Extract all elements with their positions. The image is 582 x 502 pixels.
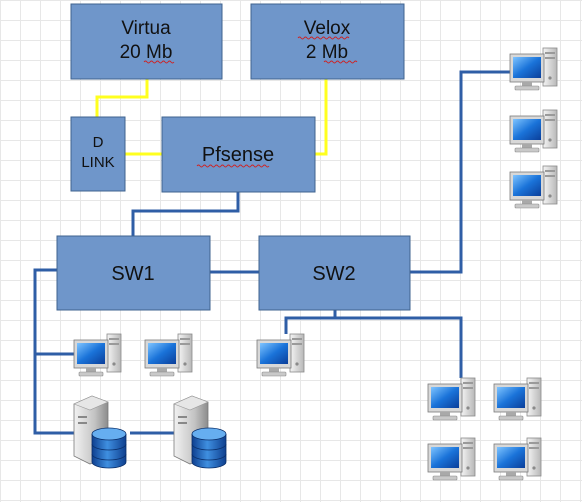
desktop-computer-icon — [73, 333, 122, 377]
sw2-box: SW2 — [258, 235, 411, 311]
link-pfsense-sw1 — [131, 192, 240, 236]
spellcheck-squiggle — [297, 36, 350, 40]
link-sw1-trunk — [33, 268, 78, 435]
link-virtua-dlink — [95, 79, 149, 117]
link-sw2-pc-column — [410, 70, 512, 274]
pfsense-label: Pfsense — [202, 144, 274, 166]
desktop-computer-icon — [493, 437, 542, 481]
desktop-computer-icon — [427, 437, 476, 481]
desktop-computer-icon — [493, 377, 542, 421]
database-server-icon — [73, 395, 127, 469]
virtua-box: Virtua 20 Mb — [70, 3, 223, 80]
velox-speed-label: 2 Mb — [306, 42, 348, 63]
desktop-computer-icon — [509, 109, 558, 153]
desktop-computer-icon — [509, 165, 558, 209]
sw1-box: SW1 — [56, 235, 211, 311]
velox-label: Velox — [304, 18, 351, 39]
virtua-label: Virtua — [121, 18, 171, 39]
sw1-label: SW1 — [111, 263, 154, 285]
lan-links — [33, 70, 512, 435]
workstation-group-bottom-right — [427, 377, 542, 481]
spellcheck-squiggle — [143, 60, 175, 64]
velox-box: Velox 2 Mb — [250, 3, 405, 80]
virtua-speed-label: 20 Mb — [120, 42, 173, 63]
link-velox-pfsense — [315, 79, 328, 156]
sw2-label: SW2 — [312, 263, 355, 285]
desktop-computer-icon — [256, 333, 305, 377]
database-server-icon — [173, 395, 227, 469]
workstation-group-right — [509, 47, 558, 209]
desktop-computer-icon — [509, 47, 558, 91]
link-sw2-pc — [284, 316, 335, 334]
pfsense-box: Pfsense — [161, 116, 316, 193]
spellcheck-squiggle — [196, 164, 270, 168]
dlink-label-line1: D — [93, 134, 104, 151]
link-sw2-drop — [333, 310, 463, 378]
desktop-computer-icon — [427, 377, 476, 421]
dlink-label-line2: LINK — [81, 154, 114, 171]
spellcheck-squiggle — [323, 60, 358, 64]
workstation-group-sw1 — [73, 333, 193, 377]
desktop-computer-icon — [144, 333, 193, 377]
dlink-box: D LINK — [70, 116, 126, 192]
wan-links — [95, 79, 328, 156]
